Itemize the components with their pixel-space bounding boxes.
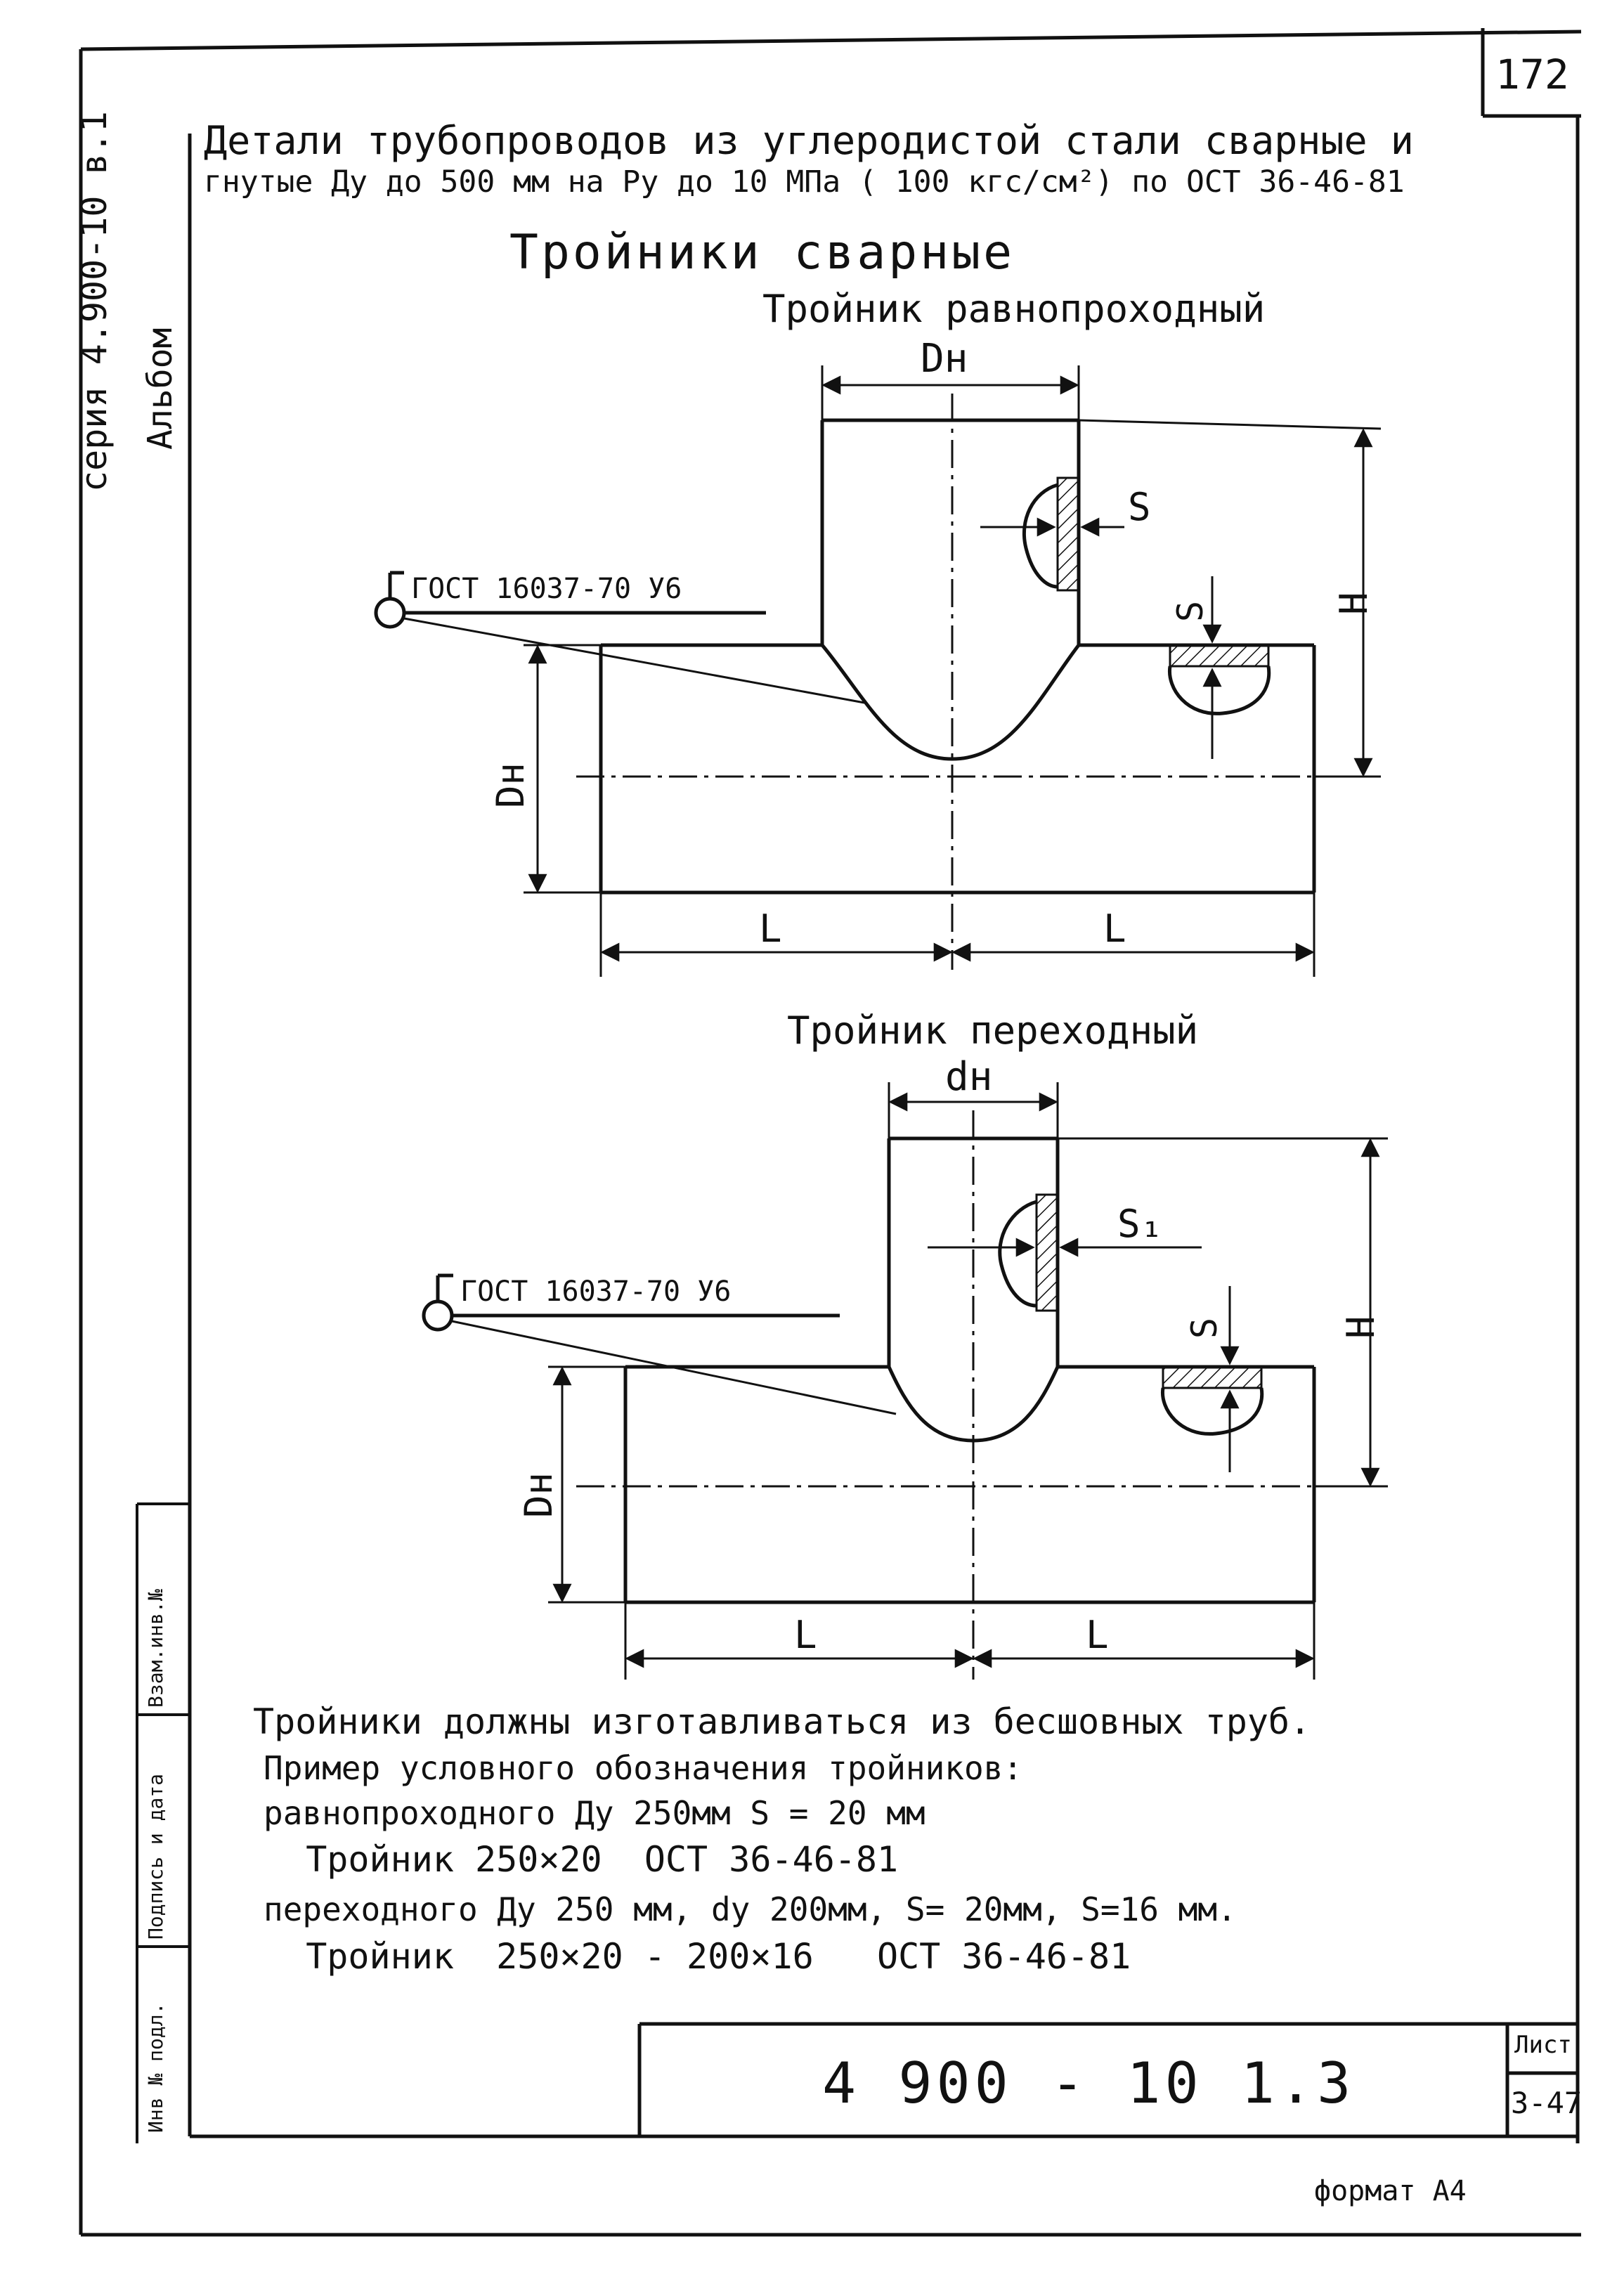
left-strip-replace-inv: Взам.инв.№ bbox=[144, 1589, 167, 1708]
left-strip bbox=[136, 1502, 190, 2143]
reducing-tee-dim-s-branch: S₁ bbox=[1117, 1202, 1164, 1246]
equal-tee-drawing bbox=[374, 365, 1382, 977]
equal-tee-title: Тройник равнопроходный bbox=[762, 287, 1266, 331]
equal-tee-dim-side: Dн bbox=[488, 762, 533, 808]
reducing-tee-weld-ref: ГОСТ 16037-70 У6 bbox=[460, 1275, 732, 1308]
equal-tee-dim-top: Dн bbox=[921, 336, 968, 382]
equal-tee-dim-l-left: L bbox=[759, 907, 782, 951]
note-line-4: Тройник 250×20 ОСТ 36-46-81 bbox=[264, 1839, 899, 1880]
reducing-tee-dim-s-run: S bbox=[1184, 1317, 1225, 1339]
stamp-doc-number: 4 900 - 10 1.3 bbox=[822, 2051, 1356, 2116]
equal-tee-weld-ref: ГОСТ 16037-70 У6 bbox=[411, 573, 682, 605]
format-label: формат А4 bbox=[1314, 2175, 1467, 2207]
side-album: Альбом bbox=[141, 327, 180, 450]
note-line-1: Тройники должны изготавливаться из бесшо… bbox=[253, 1701, 1311, 1742]
stamp-sheet-number: 3-47 bbox=[1511, 2086, 1583, 2120]
header-line-2: гнутые Ду до 500 мм на Ру до 10 МПа ( 10… bbox=[204, 164, 1405, 200]
page-number: 172 bbox=[1495, 51, 1569, 98]
note-line-6: Тройник 250×20 - 200×16 ОСТ 36-46-81 bbox=[264, 1936, 1131, 1977]
note-line-5: переходного Ду 250 мм, dу 200мм, S= 20мм… bbox=[264, 1890, 1237, 1928]
reducing-tee-drawing bbox=[422, 1082, 1388, 1680]
left-strip-sign-date: Подпись и дата bbox=[144, 1773, 167, 1940]
reducing-tee-dim-side: Dн bbox=[517, 1472, 561, 1518]
reducing-tee-dim-top: dн bbox=[945, 1054, 993, 1100]
equal-tee-dim-s-run: S bbox=[1170, 600, 1211, 622]
side-series: серия 4.900-10 в.1 bbox=[74, 111, 115, 492]
title-block bbox=[637, 2022, 1578, 2136]
note-line-3: равнопроходного Ду 250мм S = 20 мм bbox=[264, 1794, 925, 1832]
header-line-1: Детали трубопроводов из углеродистой ста… bbox=[204, 118, 1414, 163]
section-title: Тройники сварные bbox=[509, 225, 1015, 280]
equal-tee-dim-h: H bbox=[1332, 592, 1376, 615]
reducing-tee-dim-l-left: L bbox=[794, 1613, 817, 1657]
reducing-tee-dim-l-right: L bbox=[1086, 1613, 1109, 1657]
left-strip-inv-orig: Инв № подл. bbox=[144, 2002, 167, 2133]
reducing-tee-title: Тройник переходный bbox=[787, 1008, 1199, 1053]
stamp-sheet-label: Лист bbox=[1514, 2031, 1572, 2059]
note-line-2: Пример условного обозначения тройников: bbox=[264, 1749, 1023, 1787]
equal-tee-dim-s-branch: S bbox=[1128, 485, 1151, 529]
equal-tee-dim-l-right: L bbox=[1103, 907, 1126, 951]
sheet-frame bbox=[79, 28, 1582, 2237]
reducing-tee-dim-h: H bbox=[1339, 1316, 1383, 1339]
